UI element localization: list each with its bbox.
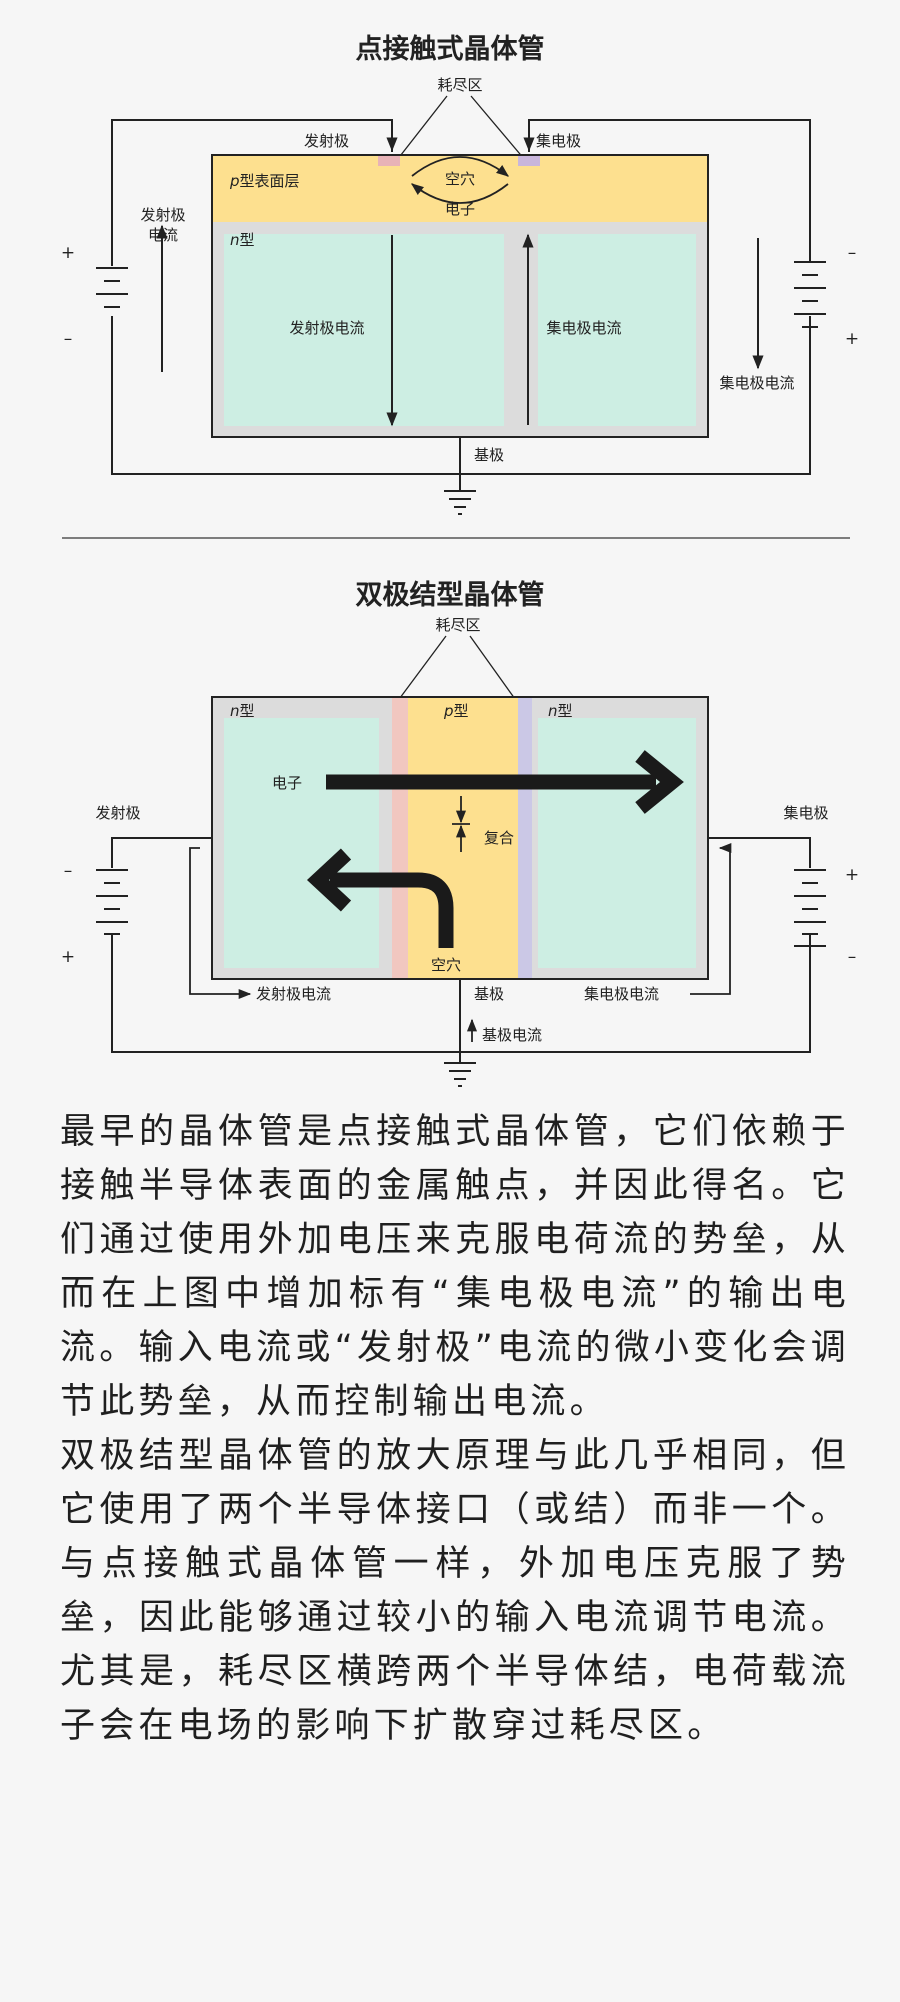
bjt-emitter-label: 发射极 (95, 804, 140, 822)
hole-flow-arrowhead (306, 848, 352, 912)
bjt-depletion-label: 耗尽区 (435, 616, 480, 634)
depletion-callout-left (396, 95, 448, 161)
emitter-label: 发射极 (304, 132, 349, 150)
point-contact-diagram: 点接触式晶体管 耗尽区 p型表面层 n型 空穴 电子 发射极电流 集电极电流 发… (61, 34, 859, 515)
diagram-canvas: 点接触式晶体管 耗尽区 p型表面层 n型 空穴 电子 发射极电流 集电极电流 发… (61, 34, 859, 1087)
bjt-depletion-collector-side (518, 698, 532, 978)
collector-depletion-zone (518, 156, 540, 166)
bjt-p-label: p型 (443, 702, 469, 720)
bipolar-diagram: 双极结型晶体管 耗尽区 n型 p型 n型 电子 复合 空穴 发 (61, 580, 859, 1087)
bjt-emitter-current-arrow (189, 847, 252, 1000)
electron-label: 电子 (445, 200, 475, 218)
article-paragraph-2: 双极结型晶体管的放大原理与此几乎相同，但它使用了两个半导体接口（或结）而非一个。… (60, 1436, 850, 1746)
bjt-base-label: 基极 (474, 985, 504, 1003)
article-text: 最早的晶体管是点接触式晶体管，它们依赖于接触半导体表面的金属触点，并因此得名。它… (60, 1105, 850, 1753)
article-paragraph-1: 最早的晶体管是点接触式晶体管，它们依赖于接触半导体表面的金属触点，并因此得名。它… (60, 1112, 850, 1422)
collector-label: 集电极 (536, 132, 581, 150)
bjt-emitter-battery-minus: – (64, 861, 73, 881)
base-label: 基极 (474, 446, 504, 464)
bjt-hole-label: 空穴 (431, 956, 461, 974)
bjt-collector-label: 集电极 (783, 804, 828, 822)
collector-battery-minus: – (848, 243, 857, 263)
p-layer-label: p型表面层 (229, 172, 300, 190)
emitter-current-left-line2: 电流 (148, 226, 178, 244)
bjt-collector-battery-minus: – (848, 947, 857, 967)
emitter-battery-minus: – (64, 329, 73, 349)
bjt-n-right-label: n型 (548, 702, 573, 720)
bjt-emitter-current-label: 发射极电流 (256, 985, 331, 1003)
emitter-current-left-line1: 发射极 (140, 206, 185, 224)
bjt-collector-current-label: 集电极电流 (584, 985, 659, 1003)
n-region-left (224, 234, 504, 426)
bjt-emitter-wire-top (111, 837, 212, 868)
collector-current-right-label: 集电极电流 (719, 374, 794, 392)
ground-symbol-bottom (444, 1062, 476, 1087)
collector-battery (794, 261, 826, 328)
bjt-emitter-battery-plus: + (61, 947, 75, 967)
bjt-depletion-emitter-side (392, 698, 408, 978)
electron-flow-arrow (411, 183, 509, 204)
depletion-callout-right (470, 95, 526, 161)
collector-current-label: 集电极电流 (546, 319, 621, 337)
emitter-battery-plus: + (61, 243, 75, 263)
hole-flow-path (330, 872, 454, 948)
p-surface-layer (213, 156, 707, 222)
emitter-battery (96, 267, 128, 308)
bjt-collector-battery (794, 869, 826, 947)
collector-battery-plus: + (845, 329, 859, 349)
hole-flow-arrow (411, 156, 509, 177)
emitter-current-label: 发射极电流 (289, 319, 364, 337)
bjt-n-left-label: n型 (230, 702, 255, 720)
bipolar-title: 双极结型晶体管 (356, 580, 545, 611)
bjt-base-current-label: 基极电流 (482, 1026, 542, 1044)
n-region-right (538, 234, 696, 426)
ground-symbol-top (444, 490, 476, 515)
emitter-depletion-zone (378, 156, 400, 166)
bjt-depletion-callout-right (469, 635, 521, 707)
bjt-n-collector-region (538, 718, 696, 968)
hole-label: 空穴 (445, 170, 475, 188)
point-contact-title: 点接触式晶体管 (356, 34, 545, 65)
bjt-collector-wire-top (708, 837, 811, 868)
bjt-p-base-region (408, 698, 518, 978)
bjt-n-emitter-region (224, 718, 379, 968)
bjt-emitter-battery (96, 869, 128, 935)
bjt-depletion-callout-left (393, 635, 447, 707)
bjt-collector-current-arrow (690, 842, 732, 995)
electron-flow-arrowhead (635, 750, 684, 814)
bjt-collector-battery-plus: + (845, 865, 859, 885)
recombine-label: 复合 (484, 829, 514, 847)
depletion-label: 耗尽区 (437, 76, 482, 94)
n-type-label: n型 (230, 231, 255, 249)
bjt-electron-label: 电子 (272, 774, 302, 792)
